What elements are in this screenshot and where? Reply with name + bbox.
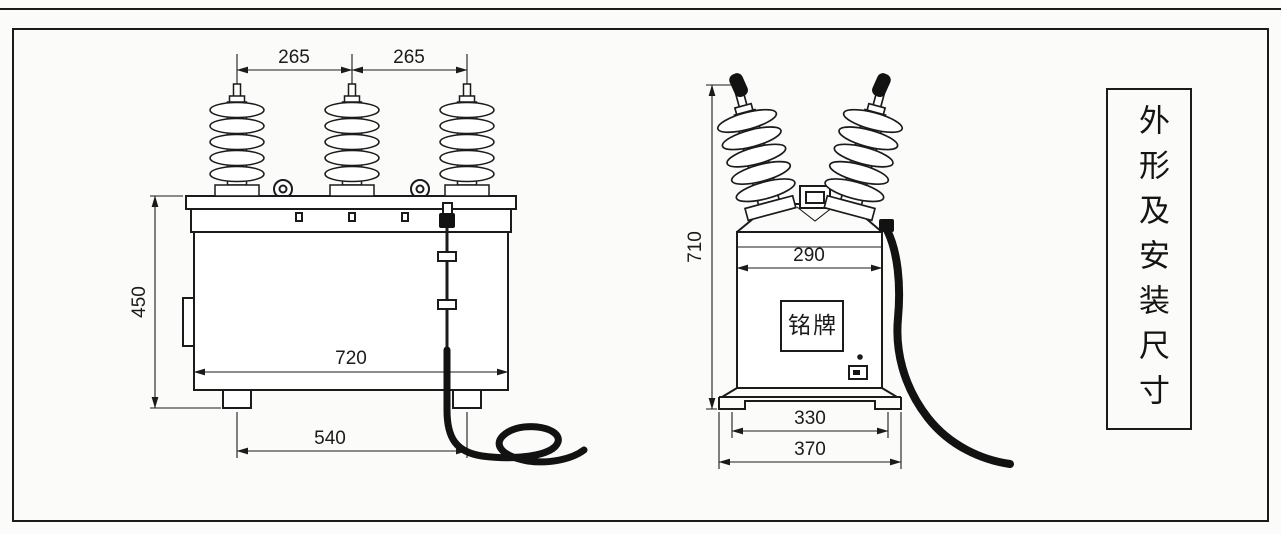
bushing-side-left — [709, 84, 803, 223]
terminal-cap-right — [872, 73, 891, 97]
nameplate-label: 铭牌 — [788, 312, 838, 338]
side-cable — [879, 219, 1014, 468]
foot-left — [222, 389, 252, 409]
bushing-side-right — [817, 84, 911, 223]
dim-label-330: 330 — [794, 408, 826, 429]
dim-label-540: 540 — [314, 428, 346, 449]
terminal-cap-left — [729, 73, 748, 97]
dim-label-370: 370 — [794, 439, 826, 460]
dim-label-265-left: 265 — [278, 47, 310, 68]
title-panel: 外形及安装尺寸 — [1106, 88, 1192, 430]
lid-bolt — [348, 212, 356, 222]
lifting-handle-slot — [805, 191, 825, 204]
terminal-box-mark — [853, 370, 860, 375]
base-flares — [721, 387, 898, 398]
dim-label-290: 290 — [793, 245, 825, 266]
side-view: 710 290 铭牌 330 — [685, 73, 1014, 469]
dim-label-265-right: 265 — [393, 47, 425, 68]
bushing-front-right — [439, 83, 495, 197]
front-view: 265 265 450 720 — [129, 47, 588, 466]
dim-label-710: 710 — [685, 231, 706, 263]
top-vee — [796, 206, 834, 222]
bushing-front-left — [209, 83, 265, 197]
bushing-front-middle — [324, 83, 380, 197]
side-bracket — [182, 297, 195, 347]
frame-border — [12, 28, 1269, 522]
drain-dot — [857, 354, 863, 360]
lid-bolt — [295, 212, 303, 222]
foot-right — [452, 389, 482, 409]
dim-label-450: 450 — [129, 286, 150, 318]
cable-clamp — [437, 299, 457, 310]
drawing-frame — [0, 8, 1281, 522]
dim-label-720: 720 — [335, 348, 367, 369]
cable-clamp — [437, 251, 457, 262]
lid-bolt — [401, 212, 409, 222]
base-plate — [718, 396, 902, 410]
nameplate-box — [780, 300, 844, 352]
lid-flange — [185, 195, 517, 210]
front-cable — [437, 202, 588, 466]
